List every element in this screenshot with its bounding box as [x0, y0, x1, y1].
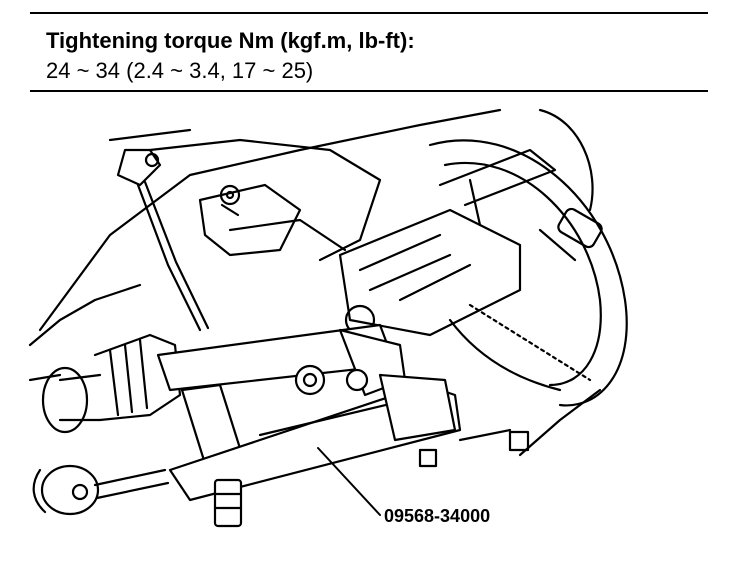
upper-bolt	[219, 184, 241, 217]
bottom-rule	[30, 90, 708, 92]
ball-joint-puller-illustration	[28, 108, 628, 528]
knuckle-outline	[28, 108, 602, 457]
callout-leader-line	[317, 447, 381, 516]
drive-shaft-boot	[41, 333, 182, 434]
brake-disc	[428, 108, 628, 407]
caliper-body	[338, 148, 557, 337]
ball-joint-puller-tool	[156, 323, 462, 528]
part-number-label: 09568-34000	[384, 506, 491, 526]
stabilizer-link	[108, 128, 210, 332]
top-rule	[30, 12, 708, 14]
tie-rod	[32, 464, 170, 516]
lower-nuts	[418, 428, 530, 468]
torque-spec-label: Tightening torque Nm (kgf.m, lb-ft):	[46, 28, 415, 53]
torque-spec-value: 24 ~ 34 (2.4 ~ 3.4, 17 ~ 25)	[46, 58, 314, 83]
